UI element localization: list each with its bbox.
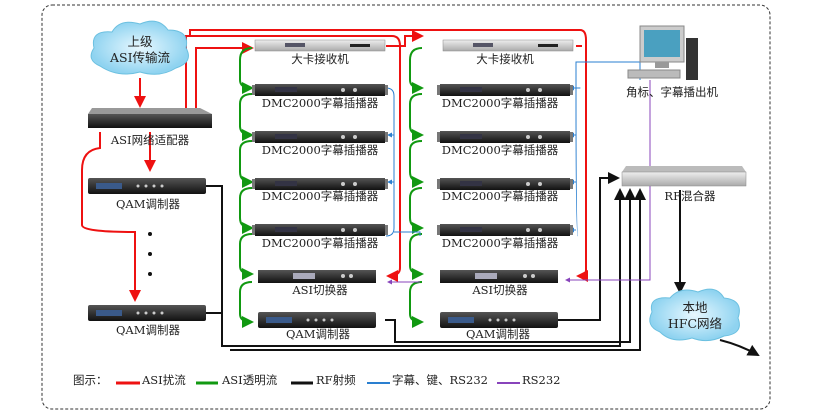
upstream-asi-cloud: 上级 ASI传输流 xyxy=(90,20,189,75)
svg-text:字幕、键、RS232: 字幕、键、RS232 xyxy=(392,373,488,387)
svg-text:ASI切换器: ASI切换器 xyxy=(291,283,348,297)
equipment-column-2: 大卡接收机 DMC2000字幕插播器 DMC2000字幕插播器 DMC2000字… xyxy=(437,39,574,341)
asi-transparent-lines xyxy=(239,47,424,328)
svg-text:DMC2000字幕插播器: DMC2000字幕插播器 xyxy=(262,143,379,157)
svg-text:ASI透明流: ASI透明流 xyxy=(221,373,278,387)
svg-text:RS232: RS232 xyxy=(522,373,561,387)
svg-text:大卡接收机: 大卡接收机 xyxy=(476,52,534,66)
legend: 图示： ASI扰流 ASI透明流 RF射频 字幕、键、RS232 RS232 xyxy=(73,373,561,387)
svg-text:DMC2000字幕插播器: DMC2000字幕插播器 xyxy=(262,236,379,250)
caption-playout-computer: 角标、字幕播出机 xyxy=(626,25,718,99)
svg-text:图示：: 图示： xyxy=(73,373,108,387)
svg-text:QAM调制器: QAM调制器 xyxy=(286,327,351,341)
svg-text:DMC2000字幕插播器: DMC2000字幕插播器 xyxy=(262,189,379,203)
svg-text:ASI网络适配器: ASI网络适配器 xyxy=(110,133,190,147)
svg-text:QAM调制器: QAM调制器 xyxy=(116,323,181,337)
diagram-border xyxy=(41,4,771,410)
svg-text:ASI传输流: ASI传输流 xyxy=(109,50,171,65)
svg-text:角标、字幕播出机: 角标、字幕播出机 xyxy=(626,85,718,99)
svg-text:RF混合器: RF混合器 xyxy=(664,189,716,203)
rs232-lines xyxy=(387,80,651,285)
svg-text:DMC2000字幕插播器: DMC2000字幕插播器 xyxy=(442,96,559,110)
svg-text:ASI扰流: ASI扰流 xyxy=(141,373,186,387)
svg-text:DMC2000字幕插播器: DMC2000字幕插播器 xyxy=(442,236,559,250)
asi-network-adapter: ASI网络适配器 xyxy=(88,108,212,147)
rf-mixer: RF混合器 xyxy=(621,166,747,203)
svg-text:RF射频: RF射频 xyxy=(316,373,356,387)
svg-text:HFC网络: HFC网络 xyxy=(668,316,723,331)
svg-text:本地: 本地 xyxy=(682,300,708,315)
qam-modulator-left-2: QAM调制器 xyxy=(88,305,206,337)
caption-key-rs232-lines xyxy=(385,61,641,237)
qam-modulator-left-1: QAM调制器 xyxy=(88,178,206,211)
ellipsis-dots xyxy=(148,232,152,276)
svg-text:QAM调制器: QAM调制器 xyxy=(116,197,181,211)
svg-text:DMC2000字幕插播器: DMC2000字幕插播器 xyxy=(442,189,559,203)
svg-text:DMC2000字幕插播器: DMC2000字幕插播器 xyxy=(442,143,559,157)
local-hfc-cloud: 本地 HFC网络 xyxy=(649,288,740,342)
equipment-column-1: 大卡接收机 DMC2000字幕插播器 DMC2000字幕插播器 DMC2000字… xyxy=(252,39,388,341)
svg-text:上级: 上级 xyxy=(127,34,153,49)
svg-text:DMC2000字幕插播器: DMC2000字幕插播器 xyxy=(262,96,379,110)
rf-lines xyxy=(206,172,760,356)
asi-scrambled-lines xyxy=(81,29,589,302)
svg-text:ASI切换器: ASI切换器 xyxy=(471,283,528,297)
svg-text:QAM调制器: QAM调制器 xyxy=(466,327,531,341)
receiver-label: 大卡接收机 xyxy=(291,52,349,66)
